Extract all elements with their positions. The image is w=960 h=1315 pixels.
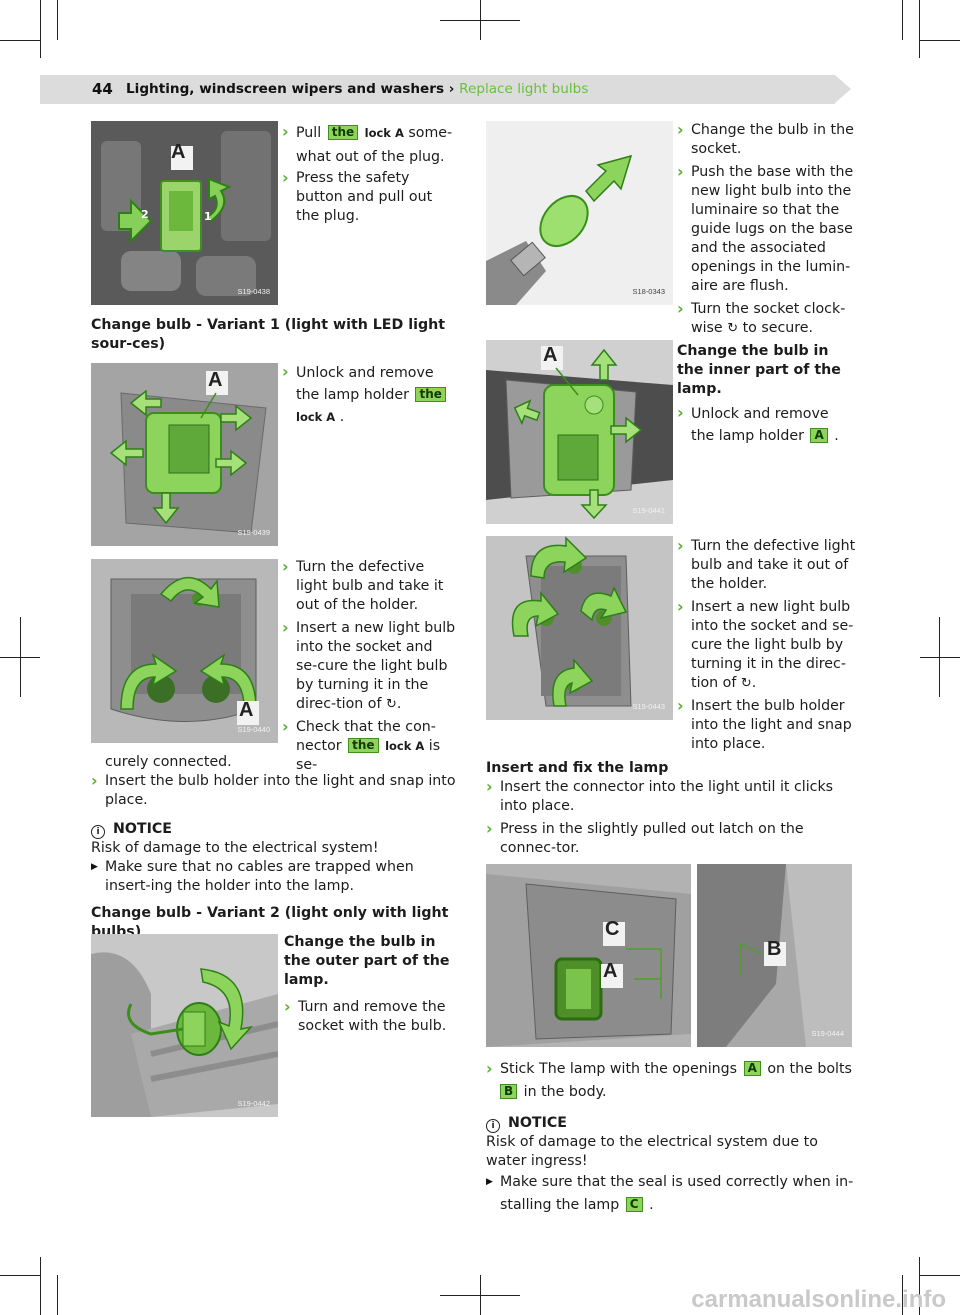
step-unlock-holder: Unlock and remove the lamp holder the lo… bbox=[282, 361, 458, 428]
callout-a: A bbox=[208, 369, 223, 391]
step-change-bulb: Change the bulb in the socket. bbox=[677, 120, 855, 159]
breadcrumb-separator: › bbox=[448, 81, 455, 97]
callout-a: A bbox=[239, 699, 254, 721]
step-pull-lock: Pull the lock A some-what out of the plu… bbox=[282, 120, 456, 169]
figure-lamp-install: C A B S19-0444 bbox=[486, 864, 852, 1047]
figure-code: S19-0438 bbox=[237, 287, 270, 296]
step-turn-socket: Turn the socket clock-wise ↻ to secure. bbox=[677, 299, 855, 338]
notice-bullet: Make sure that the seal is used correctl… bbox=[486, 1171, 856, 1217]
figure-inner-bulbs: S19-0443 bbox=[486, 536, 673, 720]
step-insert-new: Insert a new light bulb into the socket … bbox=[677, 597, 857, 693]
figure-lamp-holder-led: A S19-0439 bbox=[91, 363, 278, 546]
figure-code: S19-0439 bbox=[237, 528, 270, 537]
step-push-base: Push the base with the new light bulb in… bbox=[677, 162, 855, 296]
step-turn-defective: Turn the defective light bulb and take i… bbox=[677, 536, 857, 594]
step-press-latch: Press in the slightly pulled out latch o… bbox=[486, 819, 856, 858]
heading-insert-fix: Insert and fix the lamp bbox=[486, 760, 669, 776]
heading-inner: Change the bulb in the inner part of the… bbox=[677, 343, 841, 397]
step-insert-holder: Insert the bulb holder into the light an… bbox=[91, 771, 461, 810]
figure-plug-lock: A 2 1 S19-0438 bbox=[91, 121, 278, 305]
info-icon: i bbox=[91, 825, 105, 839]
breadcrumb-current[interactable]: Replace light bulbs bbox=[459, 81, 589, 97]
figure-bulb-rotate: A S19-0440 bbox=[91, 559, 278, 743]
section-insert-fix: Insert and fix the lamp Insert the conne… bbox=[486, 759, 856, 858]
figure-code: S19-0440 bbox=[237, 725, 270, 734]
figure-code: S18-0343 bbox=[632, 287, 665, 296]
step-check-connector: Check that the con-nector the lock A is … bbox=[282, 717, 458, 775]
step-insert-holder: Insert the bulb holder into the light an… bbox=[677, 696, 857, 754]
tag-the: the bbox=[327, 125, 359, 140]
tag-c: C bbox=[625, 1197, 643, 1212]
step-turn-defective: Turn the defective light bulb and take i… bbox=[282, 557, 458, 615]
tag-b: B bbox=[500, 1084, 518, 1099]
notice-bullet: Make sure that no cables are trapped whe… bbox=[91, 858, 461, 896]
figure-code: S19-0443 bbox=[632, 702, 665, 711]
step-press-safety: Press the safety button and pull out the… bbox=[282, 168, 456, 226]
notice-text: Risk of damage to the electrical system! bbox=[91, 840, 379, 856]
page-header: 44 Lighting, windscreen wipers and washe… bbox=[40, 75, 851, 104]
figure-code: S19-0441 bbox=[632, 506, 665, 515]
callout-b: B bbox=[767, 938, 782, 960]
steps-replace-bulb-v2: Turn the defective light bulb and take i… bbox=[677, 536, 857, 754]
steps-replace-bulb-v1: Turn the defective light bulb and take i… bbox=[282, 557, 458, 775]
rotate-icon: ↻ bbox=[386, 697, 397, 712]
tag-the: the bbox=[415, 387, 446, 402]
step-stick-lamp: Stick The lamp with the openings A on th… bbox=[486, 1057, 856, 1104]
rotate-icon: ↻ bbox=[727, 321, 739, 336]
callout-2: 2 bbox=[141, 208, 149, 221]
steps-outer: Change the bulb in the outer part of the… bbox=[284, 933, 454, 1036]
step-insert-connector: Insert the connector into the light unti… bbox=[486, 777, 856, 816]
figure-code: S19-0444 bbox=[811, 1029, 844, 1038]
right-closing: Stick The lamp with the openings A on th… bbox=[486, 1057, 856, 1217]
left-continuation: curely connected. Insert the bulb holder… bbox=[91, 753, 461, 942]
step-insert-new: Insert a new light bulb into the socket … bbox=[282, 618, 458, 714]
figure-outer-socket: S19-0442 bbox=[91, 934, 278, 1117]
breadcrumb: Lighting, windscreen wipers and washers … bbox=[126, 80, 588, 99]
notice-text: Risk of damage to the electrical system … bbox=[486, 1134, 818, 1169]
callout-a: A bbox=[543, 344, 558, 366]
callout-1: 1 bbox=[204, 210, 212, 223]
heading-outer: Change the bulb in the outer part of the… bbox=[284, 934, 450, 988]
heading-variant-1: Change bulb - Variant 1 (light with LED … bbox=[91, 317, 445, 352]
page-number: 44 bbox=[92, 80, 113, 98]
steps-unplug: Pull the lock A some-what out of the plu… bbox=[282, 120, 456, 226]
tag-the: the bbox=[348, 738, 379, 753]
figure-inner-holder: A S19-0441 bbox=[486, 340, 673, 524]
tag-a: A bbox=[810, 428, 828, 443]
callout-c: C bbox=[605, 918, 620, 940]
breadcrumb-section: Lighting, windscreen wipers and washers bbox=[126, 81, 445, 97]
callout-a: A bbox=[171, 141, 186, 163]
callout-a: A bbox=[603, 960, 618, 982]
step-turn-remove: Turn and remove the socket with the bulb… bbox=[284, 997, 454, 1036]
figure-bulb-socket: S18-0343 bbox=[486, 121, 673, 305]
steps-socket: Change the bulb in the socket. Push the … bbox=[677, 120, 855, 447]
step-unlock-inner: Unlock and remove the lamp holder A . bbox=[677, 402, 855, 447]
info-icon: i bbox=[486, 1119, 500, 1133]
watermark: carmanualsonline.info bbox=[691, 1286, 946, 1313]
steps-unlock: Unlock and remove the lamp holder the lo… bbox=[282, 361, 458, 428]
figure-code: S19-0442 bbox=[237, 1099, 270, 1108]
check-continued: curely connected. bbox=[105, 754, 232, 770]
rotate-icon: ↻ bbox=[740, 676, 752, 691]
tag-a: A bbox=[743, 1061, 761, 1076]
